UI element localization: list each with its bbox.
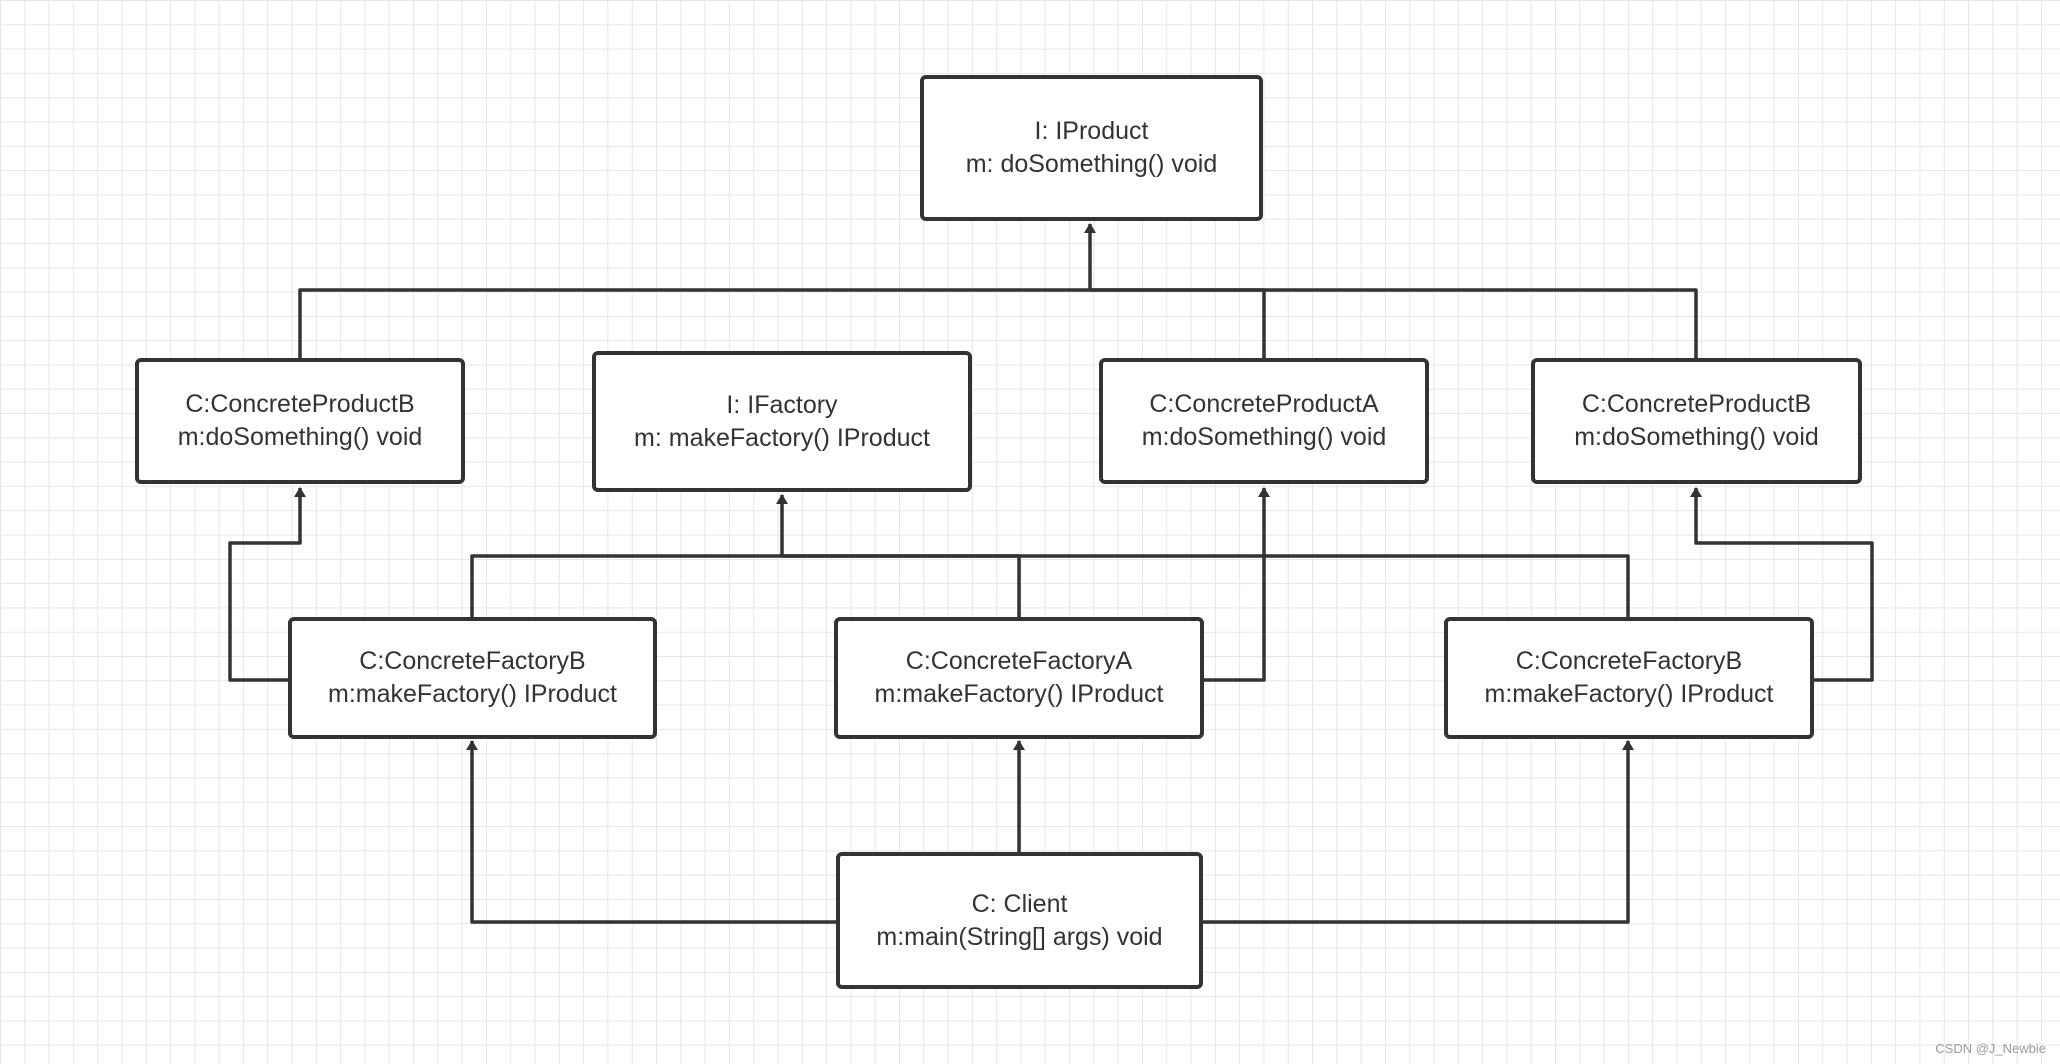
class-concrete-product-b-left-name: C:ConcreteProductB <box>185 390 415 418</box>
edge-client-to-factory-b-left <box>466 740 837 924</box>
interface-iproduct-name: I: IProduct <box>1034 117 1149 145</box>
class-concrete-product-b-right-name: C:ConcreteProductB <box>1581 390 1812 418</box>
class-client-method: m:main(String[] args) void <box>876 922 1163 951</box>
edge-factory-a-to-product-a <box>1202 487 1270 682</box>
class-concrete-product-a-box: C:ConcreteProductA m:doSomething() void <box>1099 358 1429 484</box>
class-concrete-factory-b-left-name: C:ConcreteFactoryB <box>359 647 586 675</box>
class-concrete-factory-b-right-box: C:ConcreteFactoryB m:makeFactory() IProd… <box>1444 617 1814 739</box>
interface-ifactory-box: I: IFactory m: makeFactory() IProduct <box>592 351 972 492</box>
interface-ifactory-name: I: IFactory <box>726 390 838 419</box>
class-client-box: C: Client m:main(String[] args) void <box>836 852 1203 989</box>
interface-iproduct-box: I: IProduct m: doSomething() void <box>920 75 1263 221</box>
class-concrete-factory-a-name: C:ConcreteFactoryA <box>905 647 1133 675</box>
edge-product-a-to-iproduct <box>1090 288 1266 358</box>
class-concrete-factory-a-box: C:ConcreteFactoryA m:makeFactory() IProd… <box>834 617 1204 739</box>
class-concrete-product-a-name: C:ConcreteProductA <box>1149 390 1379 418</box>
edge-product-b-left-to-iproduct <box>298 288 1090 358</box>
class-concrete-product-b-left-box: C:ConcreteProductB m:doSomething() void <box>135 358 465 484</box>
class-concrete-factory-a-method: m:makeFactory() IProduct <box>874 680 1164 708</box>
edge-product-b-right-to-iproduct <box>1090 288 1698 358</box>
edge-factory-b-left-to-ifactory <box>470 554 782 617</box>
class-concrete-product-a-method: m:doSomething() void <box>1141 423 1387 451</box>
class-concrete-factory-b-right-method: m:makeFactory() IProduct <box>1484 680 1774 708</box>
class-concrete-product-b-left-method: m:doSomething() void <box>177 423 423 451</box>
edge-client-to-factory-b-right <box>1201 740 1634 924</box>
class-concrete-factory-b-left-box: C:ConcreteFactoryB m:makeFactory() IProd… <box>288 617 657 739</box>
class-concrete-product-b-right-method: m:doSomething() void <box>1574 423 1819 451</box>
interface-iproduct-method: m: doSomething() void <box>965 150 1218 178</box>
watermark-text: CSDN @J_Newbie <box>1935 1041 2046 1056</box>
edge-factory-a-to-ifactory <box>782 554 1021 617</box>
edge-factory-b-right-to-ifactory <box>782 554 1630 617</box>
class-concrete-factory-b-right-name: C:ConcreteFactoryB <box>1515 647 1743 675</box>
class-concrete-product-b-right-box: C:ConcreteProductB m:doSomething() void <box>1531 358 1862 484</box>
interface-ifactory-method: m: makeFactory() IProduct <box>634 423 930 452</box>
class-client-name: C: Client <box>971 889 1068 918</box>
edge-factory-b-left-to-product-b-left <box>228 487 306 682</box>
class-concrete-factory-b-left-method: m:makeFactory() IProduct <box>328 680 617 708</box>
edge-factory-b-right-to-product-b-right <box>1690 487 1874 682</box>
